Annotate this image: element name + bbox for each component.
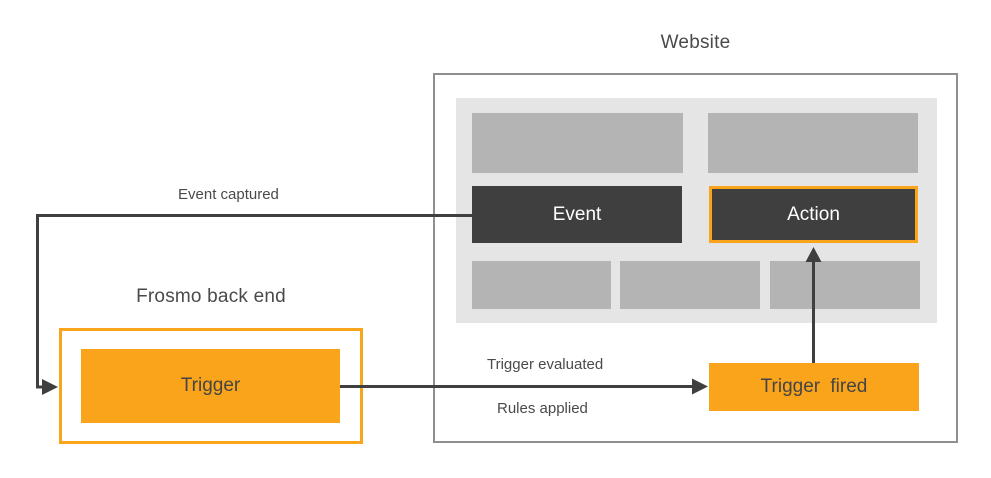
trigger-fired-node-label: Trigger fired	[760, 376, 868, 397]
trigger-fired-node: Trigger fired	[709, 363, 919, 411]
frosmo-backend-title: Frosmo back end	[136, 286, 286, 307]
action-node-label: Action	[787, 203, 840, 225]
placeholder-bar-top-left	[472, 113, 683, 173]
placeholder-bar-bottom-3	[770, 261, 920, 309]
placeholder-bar-top-right	[708, 113, 918, 173]
placeholder-bar-bottom-2	[620, 261, 760, 309]
action-node: Action	[709, 186, 918, 243]
website-title: Website	[660, 32, 731, 53]
arrowhead-right-icon	[42, 379, 58, 395]
event-node: Event	[472, 186, 682, 243]
edge-label-trigger-evaluated: Trigger evaluated	[487, 356, 604, 373]
trigger-node-label: Trigger	[180, 375, 241, 396]
placeholder-bar-bottom-1	[472, 261, 611, 309]
edge-label-event-captured: Event captured	[178, 186, 279, 203]
edge-label-rules-applied: Rules applied	[497, 400, 588, 417]
event-node-label: Event	[552, 203, 602, 225]
trigger-node: Trigger	[81, 349, 340, 423]
